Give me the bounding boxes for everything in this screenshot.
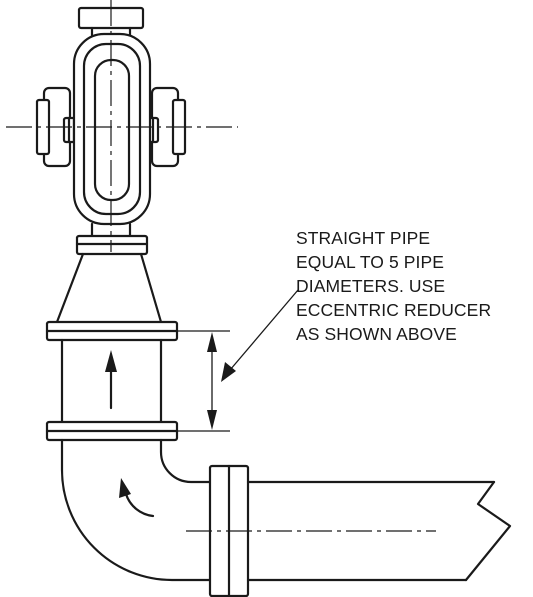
eccentric-reducer [55, 252, 163, 324]
elbow-flow-arrow-path [124, 492, 155, 518]
elbow [60, 438, 214, 582]
note-line-4: ECCENTRIC REDUCER [296, 300, 492, 320]
flow-arrow-up [105, 350, 117, 410]
dimension-arrow-top [207, 332, 217, 352]
straight-pipe-note: STRAIGHT PIPE EQUAL TO 5 PIPE DIAMETERS.… [296, 226, 528, 346]
impeller-outline [93, 58, 131, 202]
volute-casing [72, 32, 152, 226]
note-line-1: STRAIGHT PIPE [296, 228, 431, 248]
leader-line [229, 289, 299, 371]
elbow-flow-arrow [119, 478, 155, 518]
note-leader [221, 289, 299, 382]
straight-pipe-walls [60, 338, 163, 424]
pump-suction-neck [90, 222, 132, 238]
horizontal-pipe-walls [246, 480, 496, 582]
leader-arrowhead [221, 362, 236, 382]
straight-pipe-section [45, 320, 179, 442]
length-dimension [177, 330, 230, 432]
elbow-outer-curve [60, 438, 214, 582]
note-line-2: EQUAL TO 5 PIPE [296, 252, 445, 272]
dimension-arrow-bottom [207, 410, 217, 430]
note-line-3: DIAMETERS. USE [296, 276, 446, 296]
note-line-5: AS SHOWN ABOVE [296, 324, 457, 344]
pipe-break-symbol [464, 480, 512, 582]
flow-arrow-head [105, 350, 117, 372]
elbow-flow-arrow-head [119, 478, 131, 498]
reducer-body [55, 252, 163, 324]
volute-inner-contour [82, 42, 142, 216]
elbow-inner-curve [159, 438, 214, 484]
